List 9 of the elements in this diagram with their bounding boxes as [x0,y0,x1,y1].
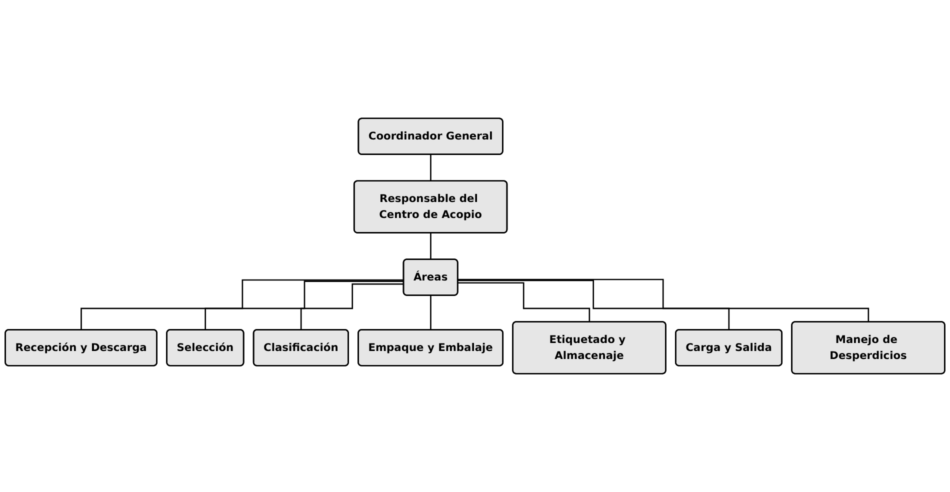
connector [430,232,432,260]
connector [80,279,404,331]
connector [430,154,432,182]
connector [204,280,404,331]
connector [458,282,590,323]
connector [458,278,870,323]
connector [458,280,730,331]
connector [300,283,404,331]
connector [430,294,432,331]
